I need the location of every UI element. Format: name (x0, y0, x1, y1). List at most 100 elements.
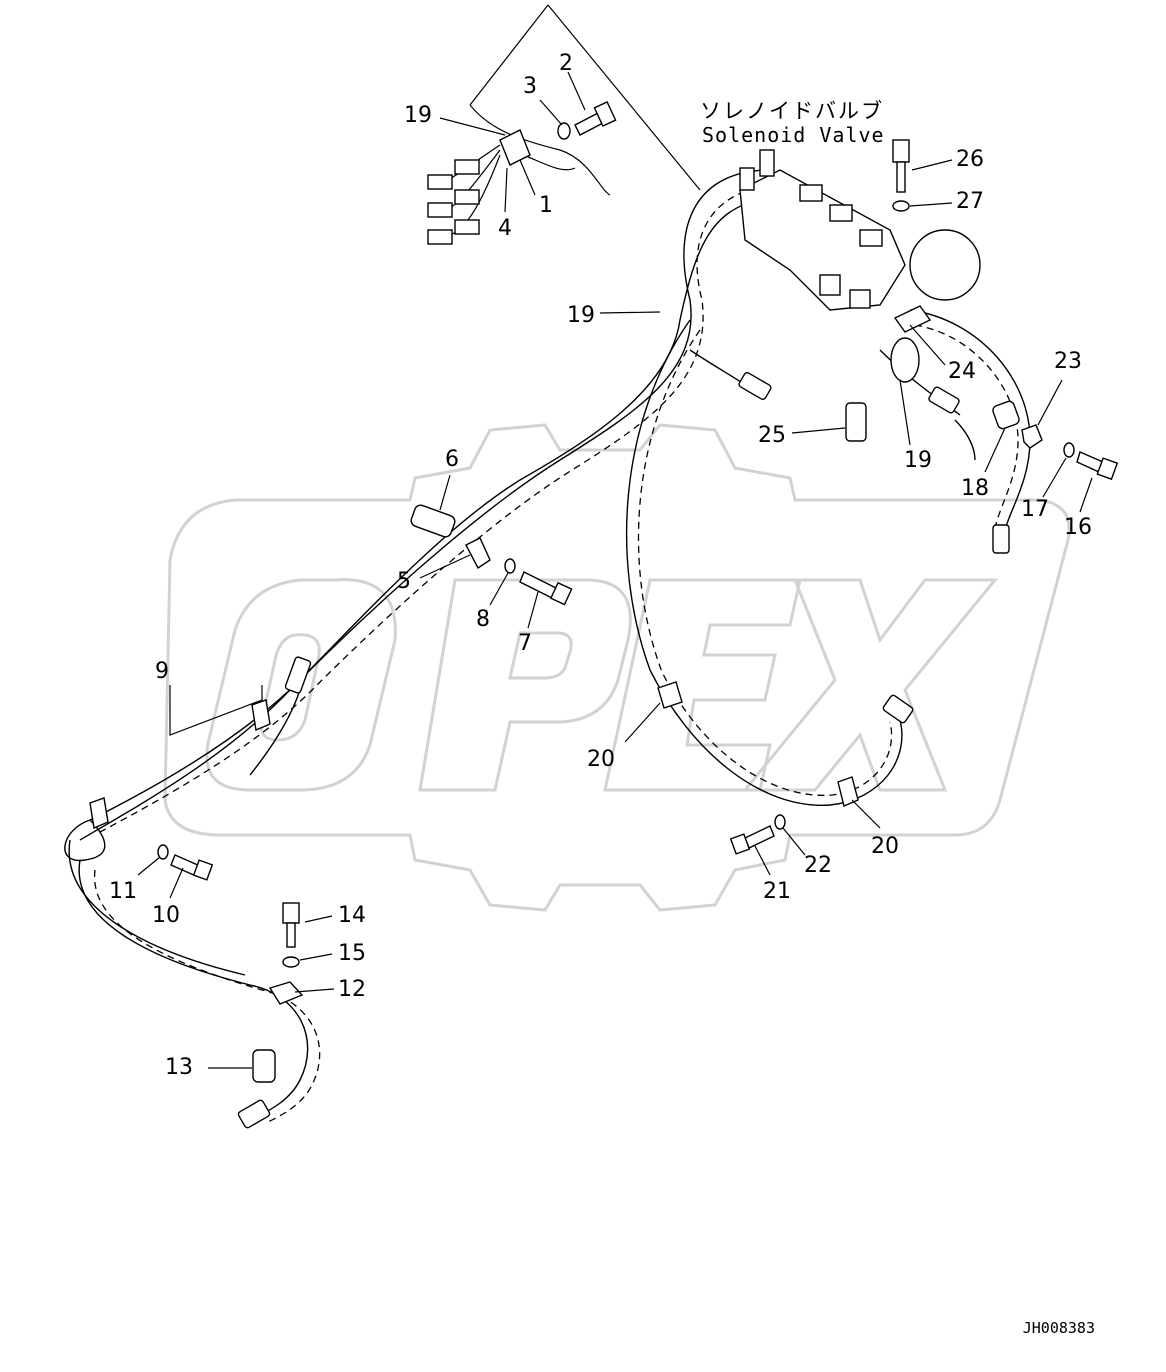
leader-8 (489, 572, 509, 606)
clamp-ring-19-right (890, 337, 920, 383)
callout-19-mid: 19 (567, 303, 595, 328)
bolt-16-head (1096, 457, 1119, 481)
callout-2: 2 (559, 51, 573, 76)
hose-right-far-dash (914, 324, 1019, 529)
hose-loop-left (64, 819, 106, 862)
leader-23 (1037, 379, 1063, 426)
hose-right-far (909, 309, 1031, 531)
watermark-letters (205, 578, 999, 792)
callout-15: 15 (338, 941, 366, 966)
fitting-mid (738, 371, 772, 401)
leader-16 (1079, 477, 1093, 513)
callout-18: 18 (961, 476, 989, 501)
hose-main-upper (89, 169, 771, 821)
washer-3 (557, 122, 571, 140)
hose-upper-connector (249, 689, 301, 776)
connector-f (454, 219, 480, 235)
clamp-5 (465, 537, 491, 570)
leader-1 (519, 159, 536, 196)
leader-19c (899, 379, 911, 446)
leader-top-right (547, 4, 701, 191)
callout-25: 25 (758, 423, 786, 448)
bolt-26-shank (896, 161, 906, 193)
valve-fitting-left (739, 167, 755, 191)
bolt-7-head (549, 581, 573, 606)
leader-27 (909, 202, 953, 207)
clamp-9-lower (89, 797, 109, 829)
valve-plate (893, 305, 932, 333)
washer-8 (504, 558, 516, 574)
hose-bottom-2 (68, 839, 246, 976)
callout-12: 12 (338, 977, 366, 1002)
callout-22: 22 (804, 853, 832, 878)
leader-26 (911, 159, 953, 171)
callout-10: 10 (152, 903, 180, 928)
fitting-elbow-right (882, 694, 914, 724)
hose-right-descending-dash (637, 329, 893, 796)
callout-6: 6 (445, 447, 459, 472)
callout-7: 7 (518, 631, 532, 656)
leader-25 (791, 427, 846, 434)
title-japanese: ソレノイドバルブ (700, 99, 884, 123)
connector-c (427, 229, 453, 245)
leader-19b (599, 311, 661, 314)
connector-d (454, 159, 480, 175)
leader-15 (299, 953, 333, 961)
leader-20b (851, 799, 881, 829)
callout-5: 5 (397, 569, 411, 594)
leader-11 (137, 856, 161, 876)
harness-bracket-1 (499, 129, 531, 166)
spacer-18 (992, 400, 1020, 430)
callout-20-left: 20 (587, 747, 615, 772)
leader-9 (169, 685, 263, 736)
connector-a (427, 174, 453, 190)
wiring-harness (427, 104, 611, 245)
valve-port-3 (859, 229, 883, 247)
clamp-23 (1021, 424, 1043, 449)
leader-22 (782, 827, 806, 856)
small-parts (89, 101, 1119, 1129)
leader-12 (294, 988, 335, 993)
callout-19-top: 19 (404, 103, 432, 128)
callout-9: 9 (155, 659, 169, 684)
fitting-right-far (992, 524, 1010, 554)
fitting-upper-left (284, 656, 312, 694)
leader-top-left (469, 4, 549, 106)
callout-4: 4 (498, 216, 512, 241)
clamp-12 (268, 981, 304, 1005)
leader-24 (909, 324, 946, 366)
washer-22 (774, 814, 786, 830)
connector-e (454, 189, 480, 205)
bolt-14-shank (286, 922, 296, 948)
bolt-26-head (892, 139, 910, 163)
fitting-bottom (237, 1099, 271, 1129)
leader-7 (527, 591, 539, 629)
callout-27: 27 (956, 189, 984, 214)
watermark-logo (163, 423, 1071, 912)
callout-3: 3 (523, 74, 537, 99)
leader-3 (539, 99, 563, 126)
connector-b (427, 202, 453, 218)
hose-main-lower (79, 199, 761, 841)
leader-2 (567, 71, 586, 111)
callout-1: 1 (539, 193, 553, 218)
valve-port-2 (829, 204, 853, 222)
solenoid-valve-block (739, 149, 981, 383)
washer-15 (282, 956, 300, 968)
callout-23: 23 (1054, 349, 1082, 374)
callout-20-right: 20 (871, 834, 899, 859)
title-english: Solenoid Valve (702, 123, 885, 147)
callout-24: 24 (948, 359, 976, 384)
hose-stub-3 (954, 419, 976, 461)
hose-main-upper-dash (99, 184, 781, 833)
leader-18 (984, 427, 1006, 473)
washer-11 (157, 844, 169, 860)
leader-5 (419, 554, 471, 579)
drawing-code: JH008383 (1023, 1319, 1095, 1337)
bolt-2-head (593, 101, 617, 127)
leader-lines (137, 4, 1093, 1069)
fitting-right-lower (928, 386, 960, 414)
callout-labels: 2 3 19 1 4 19 26 27 24 25 19 23 18 17 16… (109, 51, 1092, 1080)
hose-right-descending (625, 319, 903, 806)
